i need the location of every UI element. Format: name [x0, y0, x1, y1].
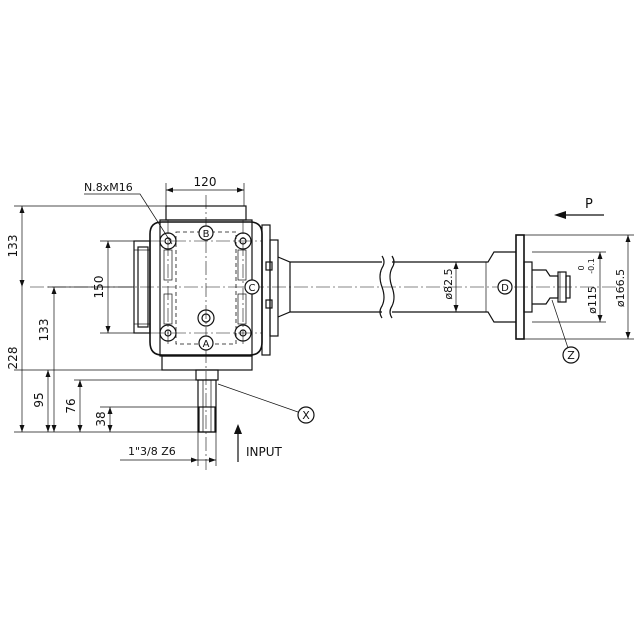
bolt-note-label: N.8xM16 — [84, 181, 133, 194]
ref-d: D — [497, 279, 513, 295]
dim-133-top: 133 — [6, 206, 25, 287]
dim-shaft-spline-label: 1"3/8 Z6 — [128, 445, 176, 458]
dim-120: 120 — [165, 175, 245, 206]
dim-pilot-tol-upper: 0 — [577, 265, 586, 270]
ref-x: X — [217, 383, 315, 424]
dim-shaft-spline: 1"3/8 Z6 — [120, 432, 217, 466]
dim-228-label: 228 — [6, 347, 20, 370]
dim-tube-diameter-label: ø82.5 — [442, 268, 455, 299]
left-extension-lines — [14, 205, 198, 433]
input-shaft — [195, 369, 219, 433]
dim-pilot-diameter-label: ø115 — [586, 286, 599, 314]
input-arrow: INPUT — [234, 424, 283, 462]
dim-133-inner-label: 133 — [37, 319, 51, 342]
dim-flange-diameter-label: ø166.5 — [614, 269, 627, 307]
output-tube — [277, 251, 516, 323]
ref-b: B — [198, 225, 214, 241]
ref-c-label: C — [249, 283, 256, 294]
ref-x-label: X — [302, 409, 310, 422]
dim-38: 38 — [94, 406, 199, 432]
dim-95-label: 95 — [32, 392, 46, 407]
p-arrow: P — [554, 197, 604, 219]
ref-z: Z — [551, 299, 580, 364]
ref-d-label: D — [501, 283, 509, 294]
dim-228: 228 — [6, 287, 25, 432]
dim-76-label: 76 — [64, 398, 78, 413]
bolt-note: N.8xM16 — [84, 181, 173, 245]
dim-pilot-diameter: ø115 0 -0.1 — [532, 251, 606, 323]
ref-z-label: Z — [567, 349, 575, 362]
dim-flange-diameter: ø166.5 — [524, 234, 634, 340]
dim-95: 95 — [32, 370, 51, 432]
dim-76: 76 — [64, 379, 198, 432]
p-label: P — [585, 197, 593, 212]
ref-a: A — [198, 335, 214, 351]
ref-a-label: A — [203, 339, 210, 350]
dim-pilot-tol-lower: -0.1 — [587, 258, 596, 274]
input-label: INPUT — [246, 445, 283, 459]
ref-b-label: B — [203, 229, 210, 240]
dim-150: 150 — [92, 241, 111, 333]
dim-120-label: 120 — [194, 175, 217, 189]
dim-150-label: 150 — [92, 276, 106, 299]
dim-133-top-label: 133 — [6, 235, 20, 258]
dim-133-inner: 133 — [37, 287, 57, 432]
dim-tube-diameter: ø82.5 — [442, 262, 459, 312]
gearbox-housing — [133, 205, 279, 371]
ref-c: C — [244, 279, 260, 295]
output-flange — [515, 234, 571, 340]
dim-38-label: 38 — [94, 411, 108, 426]
